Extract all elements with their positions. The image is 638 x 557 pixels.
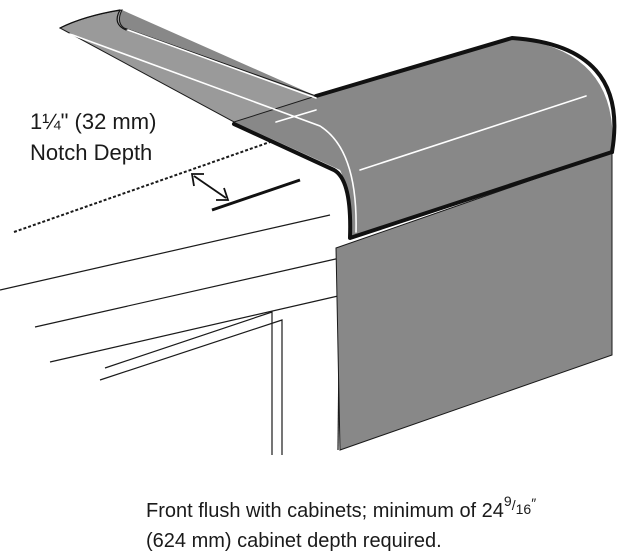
inch-mark: ″ — [531, 495, 537, 511]
notch-depth-dimension — [190, 173, 301, 212]
countertop-highlight-edges — [69, 29, 587, 233]
cabinet-frame — [0, 214, 341, 455]
cabinet-depth-caption: Front flush with cabinets; minimum of 24… — [146, 488, 536, 556]
fraction-numerator: 9 — [503, 493, 512, 509]
caption-line-1-text: Front flush with cabinets; minimum of 24 — [146, 500, 504, 522]
fraction-slash: / — [511, 497, 516, 513]
countertop-outline — [59, 9, 617, 240]
notch-label-text: Notch Depth — [30, 140, 153, 165]
caption-line-1: Front flush with cabinets; minimum of 24… — [146, 488, 536, 526]
caption-fraction: 9/16 — [504, 494, 531, 516]
caption-line-2: (624 mm) cabinet depth required. — [146, 530, 442, 552]
notch-dashed-line — [13, 141, 271, 233]
notch-depth-callout: 1¼" (32 mm) Notch Depth — [30, 106, 156, 168]
fraction-denominator: 16 — [515, 501, 532, 517]
notch-measurement: 1¼" (32 mm) — [30, 109, 157, 134]
